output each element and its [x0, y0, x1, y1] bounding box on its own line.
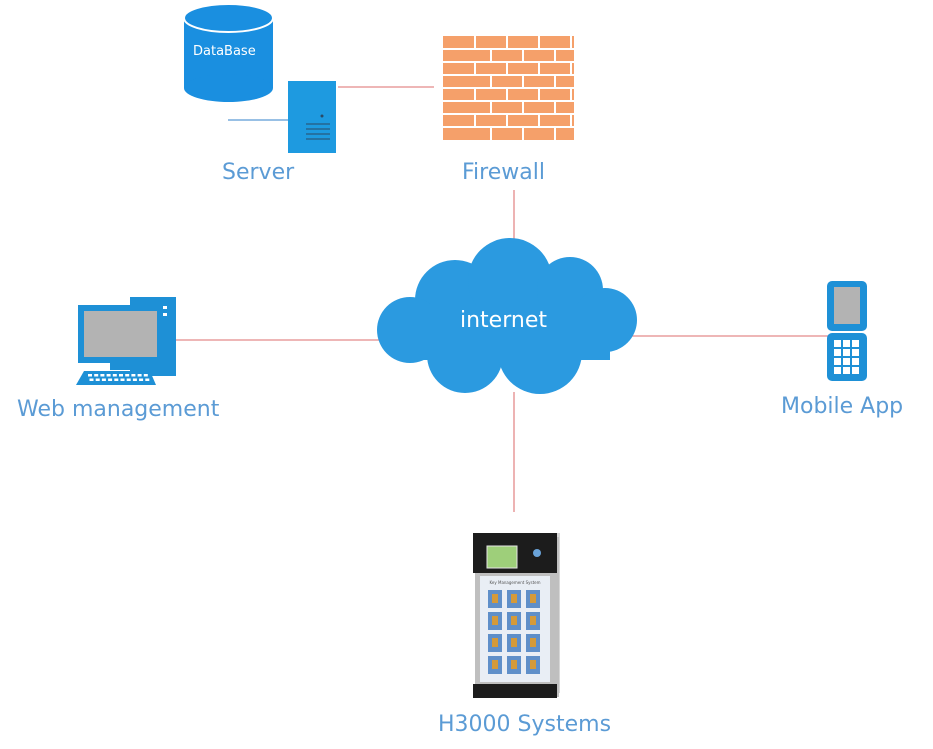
label-database: DataBase [193, 44, 256, 59]
cabinet-panel-caption: Key Management System [489, 580, 540, 585]
label-mobile-app: Mobile App [781, 394, 904, 419]
connectors [176, 86, 828, 512]
server-icon [288, 81, 336, 153]
h3000-cabinet-icon: Key Management System [473, 533, 560, 698]
label-internet: internet [460, 308, 547, 333]
label-firewall: Firewall [462, 160, 545, 185]
cloud-icon [377, 238, 637, 394]
label-h3000-systems: H3000 Systems [438, 712, 612, 737]
computer-icon [76, 297, 176, 385]
label-web-management: Web management [17, 397, 220, 422]
database-icon [183, 3, 274, 102]
firewall-icon [443, 36, 574, 140]
label-server: Server [222, 160, 295, 185]
mobile-phone-icon [827, 281, 867, 381]
